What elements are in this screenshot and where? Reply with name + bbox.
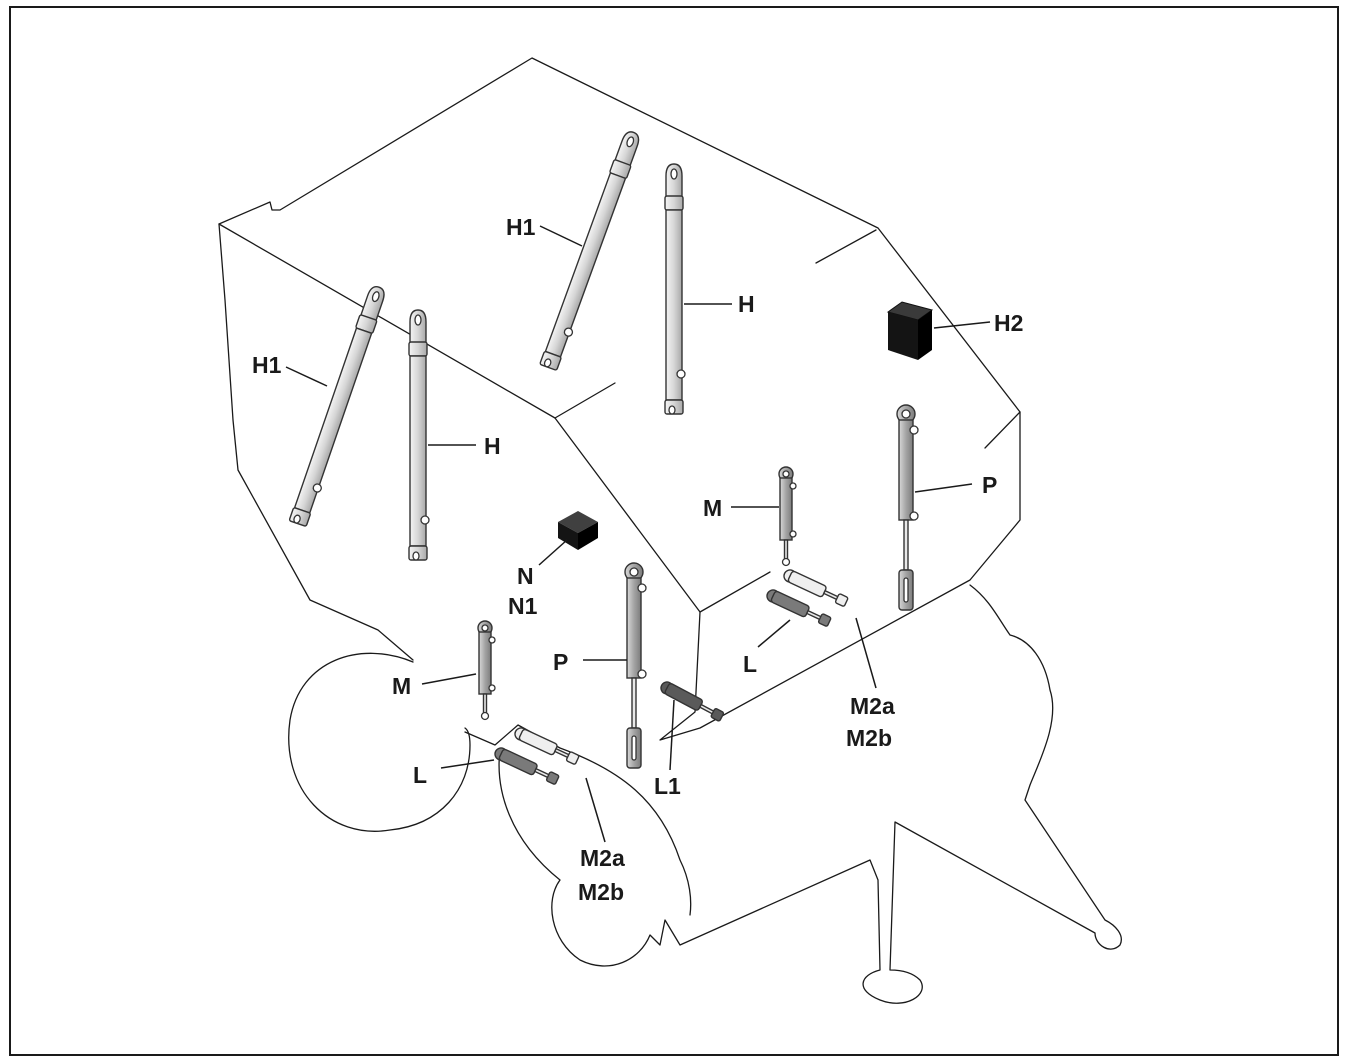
cylinder-m-left bbox=[477, 620, 496, 721]
label-l-right: L bbox=[743, 651, 757, 677]
cylinder-m-right bbox=[778, 466, 797, 567]
label-h1-left: H1 bbox=[252, 352, 282, 378]
label-m-left: M bbox=[392, 673, 411, 699]
block-n bbox=[558, 511, 598, 550]
label-m2b-right: M2b bbox=[846, 725, 892, 751]
cylinder-p-right bbox=[896, 404, 919, 611]
cylinder-h1-top bbox=[539, 128, 645, 372]
label-m2a-left: M2a bbox=[580, 845, 625, 871]
cylinder-p-center bbox=[624, 562, 647, 769]
label-p-right: P bbox=[982, 472, 997, 498]
label-p-center: P bbox=[553, 649, 568, 675]
cylinder-h1-left bbox=[288, 283, 391, 528]
label-l-left: L bbox=[413, 762, 427, 788]
cylinder-l1 bbox=[658, 679, 726, 724]
label-h-left: H bbox=[484, 433, 501, 459]
label-n1: N1 bbox=[508, 593, 538, 619]
cylinder-h-left bbox=[408, 309, 430, 561]
label-h-top: H bbox=[738, 291, 755, 317]
label-n: N bbox=[517, 563, 534, 589]
label-m2b-left: M2b bbox=[578, 879, 624, 905]
block-h2 bbox=[886, 301, 934, 360]
label-h2: H2 bbox=[994, 310, 1023, 336]
cylinder-h-top bbox=[664, 163, 686, 415]
leader-lines bbox=[285, 225, 991, 843]
label-l1: L1 bbox=[654, 773, 681, 799]
label-m-right: M bbox=[703, 495, 722, 521]
label-h1-top: H1 bbox=[506, 214, 536, 240]
hydraulic-cylinder-diagram: H1 H H1 H H2 P M L M2a M2b N N1 P L1 M L… bbox=[218, 57, 1122, 1004]
label-m2a-right: M2a bbox=[850, 693, 895, 719]
